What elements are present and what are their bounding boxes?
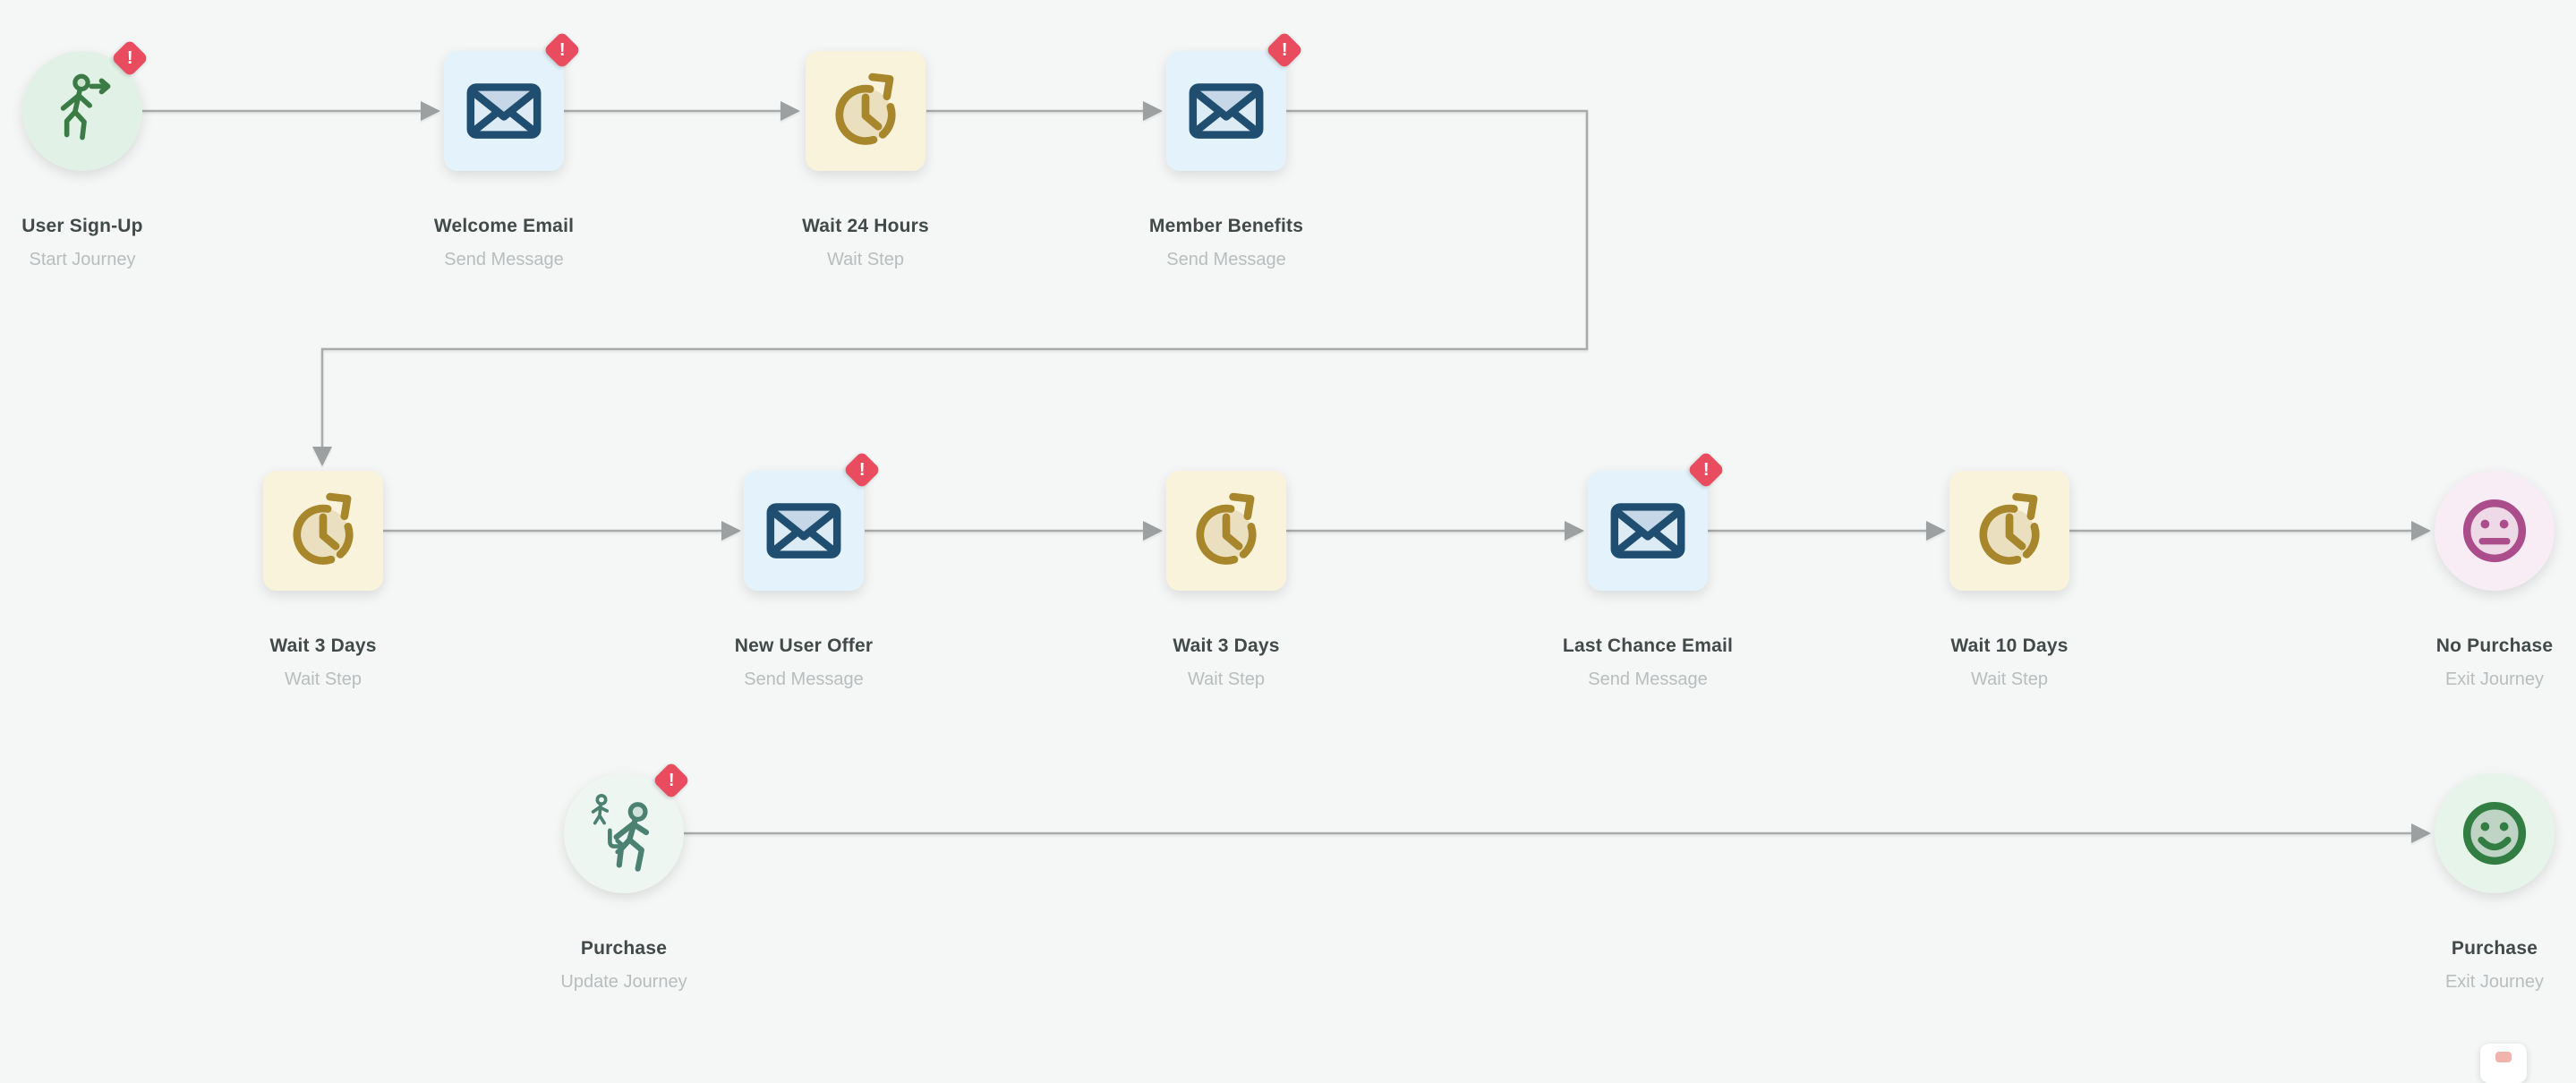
node-subtitle: Wait Step [827,250,904,269]
clock-history-icon [835,72,896,145]
node-shape[interactable] [22,51,142,171]
node-shape[interactable] [1588,471,1708,591]
node-subtitle: Send Message [444,250,564,269]
node-title: Member Benefits [1148,216,1304,236]
neutral-face-icon [2462,499,2527,563]
arrowhead-icon [780,101,800,121]
node-subtitle: Wait Step [1971,669,2048,689]
node-shape[interactable] [564,773,684,893]
node-shape[interactable] [263,471,383,591]
node-subtitle: Send Message [1588,669,1708,689]
arrowhead-icon [2411,823,2431,843]
envelope-icon [466,83,542,139]
envelope-icon [1189,83,1264,139]
node-shape[interactable] [1166,51,1286,171]
clock-history-icon [1196,492,1257,565]
partial-node-card[interactable] [2480,1044,2527,1083]
arrowhead-icon [721,521,741,541]
update-journey-icon [591,793,650,872]
node-shape[interactable] [1949,471,2069,591]
node-shape[interactable] [744,471,864,591]
arrowhead-icon [1926,521,1946,541]
walk-arrow-icon [60,73,111,141]
node-subtitle: Send Message [744,669,864,689]
envelope-icon [1610,503,1685,559]
node-title: No Purchase [2435,635,2554,656]
arrowhead-icon [1565,521,1584,541]
arrowhead-icon [1143,101,1163,121]
clock-history-icon [293,492,354,565]
connector-lines [141,101,2431,843]
arrowhead-icon [1143,521,1163,541]
node-shape[interactable] [806,51,925,171]
partial-node-glyph [2495,1052,2512,1062]
node-subtitle: Wait Step [1188,669,1265,689]
arrowhead-icon [312,447,332,466]
node-subtitle: Exit Journey [2444,972,2545,992]
node-title: Welcome Email [433,216,575,236]
clock-history-icon [1979,492,2040,565]
node-title: Last Chance Email [1562,635,1734,656]
node-title: Wait 24 Hours [802,216,929,236]
node-title: Wait 3 Days [1173,635,1280,656]
arrowhead-icon [421,101,440,121]
node-shape[interactable] [1166,471,1286,591]
node-subtitle: Update Journey [560,972,687,992]
node-title: Purchase [580,938,668,959]
node-subtitle: Start Journey [29,250,136,269]
node-shape[interactable] [2435,773,2555,893]
arrowhead-icon [2411,521,2431,541]
node-shape[interactable] [2435,471,2555,591]
node-title: Wait 3 Days [269,635,377,656]
node-title: Wait 10 Days [1950,635,2068,656]
node-title: User Sign-Up [21,216,143,236]
node-subtitle: Wait Step [285,669,362,689]
smile-face-icon [2462,801,2527,866]
node-title: Purchase [2451,938,2538,959]
node-shape[interactable] [444,51,564,171]
envelope-icon [766,503,841,559]
node-subtitle: Exit Journey [2444,669,2545,689]
node-subtitle: Send Message [1166,250,1286,269]
node-title: New User Offer [734,635,874,656]
